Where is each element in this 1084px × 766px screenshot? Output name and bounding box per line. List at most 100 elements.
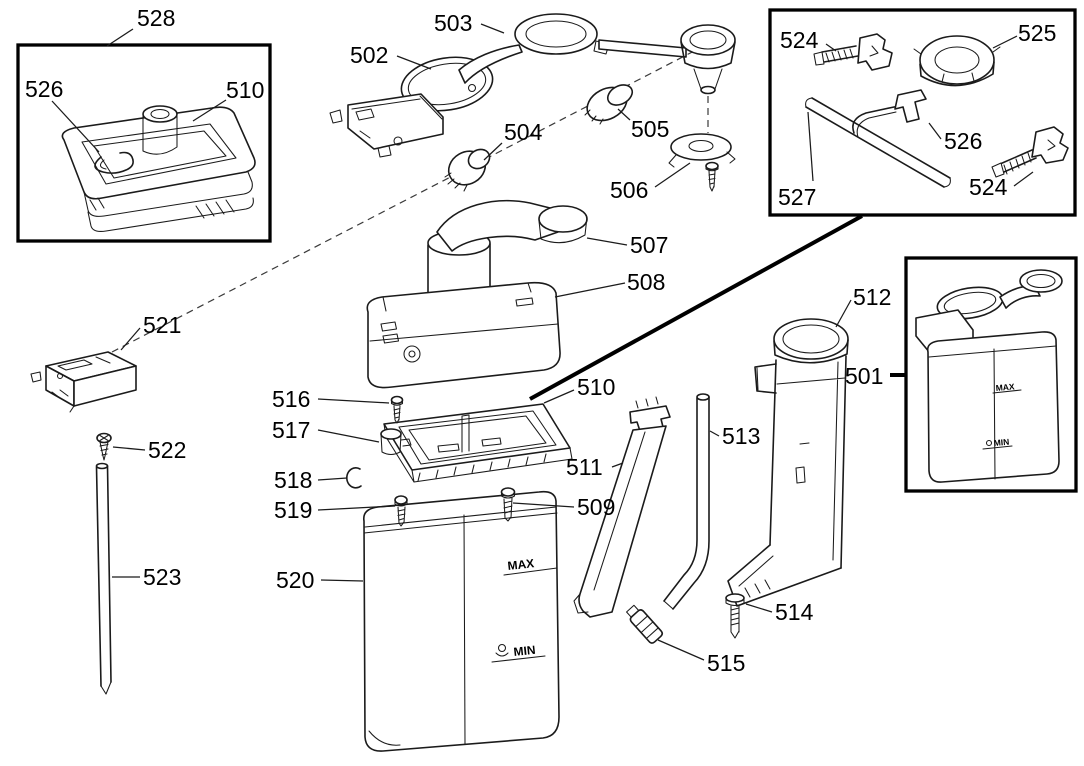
callout-524-right: 524 — [969, 174, 1008, 200]
leader-518 — [317, 477, 348, 481]
inset-top-right-box — [768, 8, 1077, 217]
leader-524-right — [1013, 171, 1034, 187]
callout-526-tray: 526 — [25, 76, 63, 102]
callout-labels: 528 526 510 503 502 504 505 506 507 508 … — [25, 5, 1056, 676]
leader-521 — [120, 327, 141, 351]
assembly-axis-dashed-line — [111, 47, 701, 353]
leader-528 — [106, 28, 134, 47]
callout-526-clip: 526 — [944, 128, 982, 154]
leader-510-main — [543, 389, 575, 404]
inset-501-box: MAX MIN — [904, 256, 1078, 493]
leader-520 — [320, 579, 364, 582]
part-522-screw — [96, 432, 112, 461]
part-516-screw — [390, 395, 404, 424]
part-517-valve — [380, 428, 412, 456]
part-518-oring — [346, 467, 362, 489]
alignment-lines — [111, 47, 863, 401]
callout-501: 501 — [845, 363, 883, 389]
leader-524-left — [825, 43, 837, 52]
leader-513 — [709, 430, 720, 437]
leader-527 — [807, 111, 814, 182]
min-marking-inset: MIN — [993, 437, 1009, 448]
part-524-screw-clamp-right — [991, 126, 1069, 178]
leader-512 — [835, 299, 852, 328]
part-503-spout-arm — [458, 13, 610, 84]
callout-518: 518 — [274, 467, 312, 493]
callout-514: 514 — [775, 599, 814, 625]
funnel-part — [598, 24, 736, 95]
leader-515 — [657, 639, 705, 661]
leader-526-clip — [928, 122, 942, 140]
part-526-seal-tube — [94, 151, 134, 174]
inset-528-box — [16, 43, 272, 243]
leader-517 — [317, 429, 380, 443]
leader-514 — [745, 603, 773, 613]
part-509-screw — [500, 487, 516, 522]
part-512-handle-column — [727, 318, 849, 607]
part-510-lid-frame — [383, 403, 573, 483]
part-520-container: MAX MIN — [362, 490, 560, 752]
min-level-icon-small — [985, 439, 993, 447]
callout-504: 504 — [504, 119, 543, 145]
callout-502: 502 — [350, 42, 388, 68]
part-524-screw-clamp-left — [813, 33, 893, 71]
leader-508 — [554, 282, 626, 298]
leader-507 — [586, 237, 628, 246]
leader-519 — [317, 505, 396, 511]
callout-508: 508 — [627, 269, 665, 295]
leader-516 — [317, 398, 390, 404]
leader-502 — [396, 55, 432, 70]
leader-526-tray — [51, 100, 100, 153]
callout-503: 503 — [434, 10, 472, 36]
part-519-screw — [394, 495, 408, 527]
callout-519: 519 — [274, 497, 312, 523]
leader-505 — [617, 108, 631, 121]
part-528-tray — [61, 105, 256, 232]
callout-512: 512 — [853, 284, 891, 310]
leader-511 — [611, 462, 624, 468]
part-501-assembled-carafe: MAX MIN — [915, 269, 1063, 483]
callout-507: 507 — [630, 232, 668, 258]
part-508-housing — [366, 230, 561, 389]
callout-510-main: 510 — [577, 374, 615, 400]
leader-506 — [654, 162, 691, 188]
min-marking: MIN — [513, 643, 536, 659]
part-525-collar — [913, 35, 1001, 87]
callout-517: 517 — [272, 417, 310, 443]
leader-503 — [480, 23, 505, 34]
callout-513: 513 — [722, 423, 760, 449]
part-514-screw — [725, 593, 745, 639]
callout-511: 511 — [566, 454, 603, 480]
inset-pointer-line — [529, 214, 863, 401]
leader-510-tray — [192, 99, 227, 122]
callout-527: 527 — [778, 184, 816, 210]
callout-509: 509 — [577, 494, 615, 520]
callout-521: 521 — [143, 312, 181, 338]
min-level-icon — [497, 643, 507, 653]
callout-515: 515 — [707, 650, 745, 676]
callout-525: 525 — [1018, 20, 1056, 46]
leader-lines — [51, 23, 1034, 661]
part-521-connector-block — [30, 351, 137, 413]
callout-523: 523 — [143, 564, 181, 590]
part-523-tube — [95, 462, 112, 695]
leader-522 — [112, 446, 146, 451]
part-507-arm — [436, 199, 588, 252]
callout-516: 516 — [272, 386, 310, 412]
part-504-knob — [444, 148, 491, 192]
part-515-fitting — [626, 604, 664, 644]
callout-528: 528 — [137, 5, 175, 31]
callout-522: 522 — [148, 437, 186, 463]
max-marking: MAX — [507, 556, 535, 573]
leader-504 — [483, 142, 503, 161]
leader-509 — [512, 502, 575, 508]
part-513-tube — [663, 393, 710, 610]
leader-525 — [992, 35, 1018, 49]
max-marking-inset: MAX — [995, 381, 1015, 393]
part-526-clip — [852, 89, 927, 138]
callout-510-tray: 510 — [226, 77, 264, 103]
callout-505: 505 — [631, 116, 669, 142]
part-511-bracket — [573, 396, 671, 618]
